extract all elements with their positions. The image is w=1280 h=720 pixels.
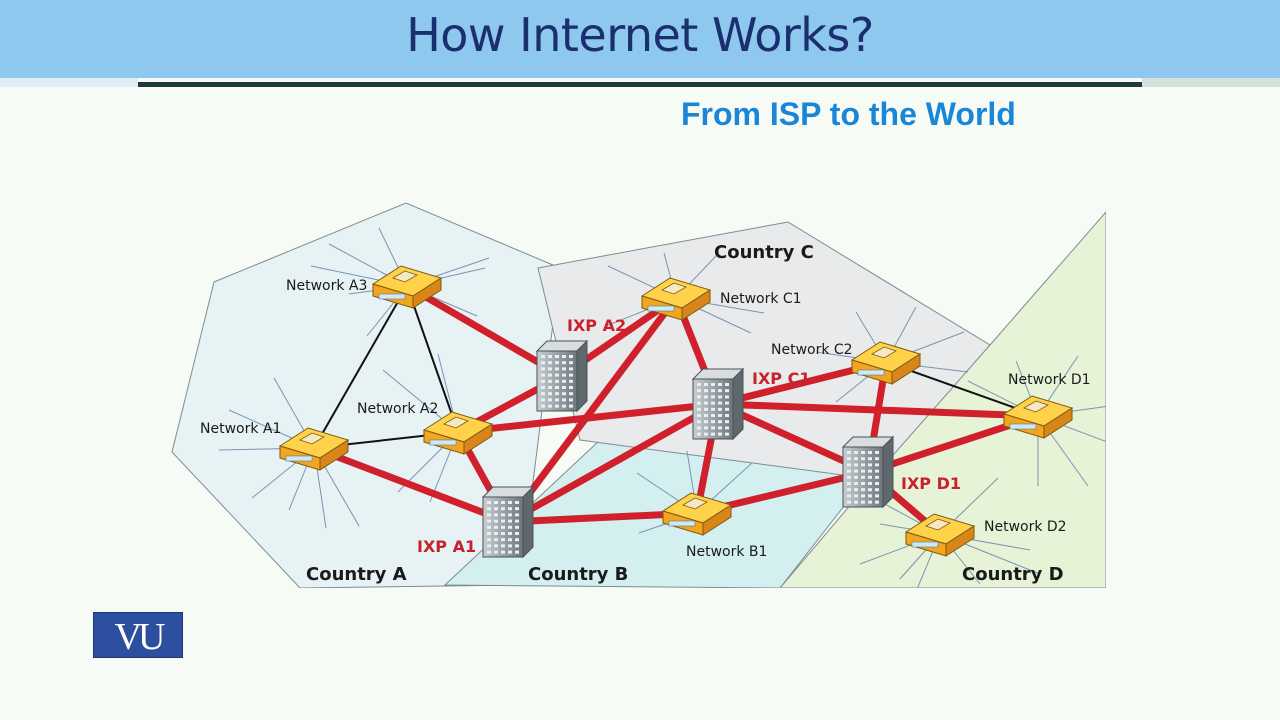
slide-title: How Internet Works? xyxy=(406,8,874,62)
network-c2-label: Network C2 xyxy=(771,342,853,358)
backbone-link-a3-ixpa2 xyxy=(403,282,566,380)
network-a1-label: Network A1 xyxy=(200,421,281,437)
building-icon xyxy=(841,435,895,509)
country-a-label: Country A xyxy=(306,564,407,585)
network-c1-label: Network C1 xyxy=(720,291,802,307)
country-d-label: Country D xyxy=(962,564,1064,585)
title-rule-left xyxy=(0,78,138,87)
network-a2-label: Network A2 xyxy=(357,401,438,417)
ixp-a1-label: IXP A1 xyxy=(417,537,476,556)
network-d1-label: Network D1 xyxy=(1008,372,1091,388)
network-b1-label: Network B1 xyxy=(686,544,767,560)
title-bar xyxy=(0,0,1280,78)
title-underline xyxy=(138,82,1142,87)
country-c-label: Country C xyxy=(714,242,814,263)
backbone-link-ixpa1-c1 xyxy=(504,294,680,526)
vu-logo-text: VU xyxy=(114,616,166,658)
network-a3-label: Network A3 xyxy=(286,278,367,294)
network-d2-label: Network D2 xyxy=(984,519,1067,535)
router-icon xyxy=(1002,395,1074,439)
router-icon xyxy=(904,513,976,557)
backbone-link-ixpa1-ixpc1 xyxy=(504,400,722,526)
title-rule-right xyxy=(1142,78,1280,87)
building-icon xyxy=(481,485,535,559)
backbone-link-a1-ixpa1 xyxy=(310,444,512,526)
country-b-label: Country B xyxy=(528,564,628,585)
router-icon xyxy=(371,265,443,309)
local-link-a2-a3 xyxy=(406,285,459,433)
vu-logo: VU xyxy=(93,612,183,658)
slide-subtitle: From ISP to the World xyxy=(681,96,1016,132)
router-icon xyxy=(422,411,494,455)
ixp-a2-label: IXP A2 xyxy=(567,316,626,335)
network-nodes xyxy=(278,265,1074,557)
router-icon xyxy=(850,341,922,385)
building-icon xyxy=(535,339,589,413)
router-icon xyxy=(278,427,350,471)
router-icon xyxy=(640,277,712,321)
ixp-d1-label: IXP D1 xyxy=(901,474,961,493)
local-link-a1-a3 xyxy=(313,285,408,449)
router-icon xyxy=(661,492,733,536)
building-icon xyxy=(691,367,745,441)
ixp-nodes xyxy=(481,339,895,559)
ixp-c1-label: IXP C1 xyxy=(752,369,810,388)
